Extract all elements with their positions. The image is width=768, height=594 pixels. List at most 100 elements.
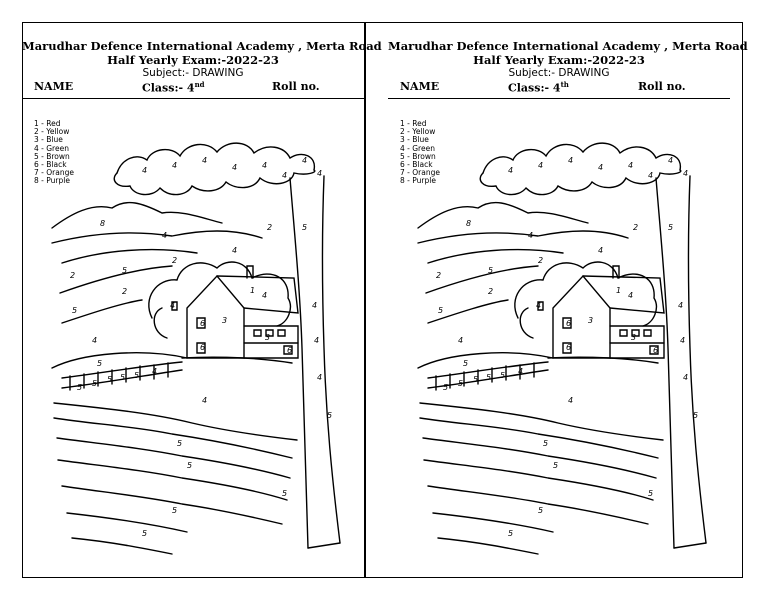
- region-number: 5: [172, 506, 177, 515]
- school-name: Marudhar Defence International Academy ,…: [388, 39, 748, 53]
- color-legend: 1 - Red 2 - Yellow 3 - Blue 4 - Green 5 …: [400, 119, 440, 186]
- region-number: 4: [536, 301, 541, 310]
- drawing-outline: [321, 175, 341, 544]
- drawing-outline: [552, 274, 611, 359]
- exam-sheet-border: [22, 22, 743, 578]
- region-number: 5: [438, 306, 443, 315]
- region-number: 5: [107, 375, 112, 384]
- region-number: 5: [187, 461, 192, 470]
- region-number: 6: [200, 343, 205, 352]
- legend-item: 4 - Green: [400, 143, 435, 153]
- region-number: 5: [486, 373, 491, 382]
- drawing-outline: [246, 265, 254, 279]
- region-number: 4: [598, 163, 603, 172]
- region-number: 6: [653, 346, 658, 355]
- region-number: 4: [568, 396, 573, 405]
- region-number: 5: [500, 371, 505, 380]
- region-number: 5: [177, 439, 182, 448]
- roll-label: Roll no.: [272, 80, 320, 93]
- drawing-outline: [57, 459, 288, 501]
- region-number: 5: [693, 411, 698, 420]
- region-number: 2: [633, 223, 638, 232]
- drawing-outline: [69, 362, 169, 391]
- region-number: 5: [458, 379, 463, 388]
- region-number: 4: [528, 231, 533, 240]
- region-number: 4: [232, 246, 237, 255]
- worksheet-header: Marudhar Defence International Academy ,…: [22, 22, 382, 99]
- legend-item: 8 - Purple: [400, 176, 436, 186]
- drawing-outline: [289, 177, 309, 549]
- region-number: 8: [466, 219, 471, 228]
- drawing-outline: [435, 362, 535, 391]
- region-number: 8: [100, 219, 105, 228]
- region-number: 4: [317, 169, 322, 178]
- drawing-outline: [56, 437, 291, 479]
- region-number: 4: [518, 367, 523, 376]
- region-number: 4: [172, 161, 177, 170]
- drawing-outline: [631, 329, 640, 337]
- region-number: 4: [170, 301, 175, 310]
- region-number: 5: [77, 383, 82, 392]
- legend-item: 7 - Orange: [400, 168, 440, 178]
- region-number: 2: [538, 256, 543, 265]
- region-number: 2: [172, 256, 177, 265]
- region-number: 4: [282, 171, 287, 180]
- legend-item: 2 - Yellow: [34, 127, 70, 137]
- region-number: 3: [588, 316, 593, 325]
- drawing-outline: [181, 356, 293, 364]
- region-number: 6: [566, 319, 571, 328]
- drawing-outline: [425, 265, 539, 294]
- region-number: 4: [232, 163, 237, 172]
- region-number: 4: [92, 336, 97, 345]
- drawing-outline: [423, 459, 654, 501]
- drawing-outline: [153, 307, 168, 339]
- region-number: 5: [327, 411, 332, 420]
- region-number: 5: [134, 371, 139, 380]
- drawing-outline: [612, 265, 620, 279]
- drawing-outline: [216, 275, 299, 314]
- drawing-outline: [482, 142, 682, 174]
- drawing-outline: [196, 342, 206, 354]
- drawing-outline: [655, 177, 675, 549]
- drawing-outline: [251, 273, 292, 327]
- region-number: 4: [683, 169, 688, 178]
- region-number: 5: [668, 223, 673, 232]
- drawing-outline: [427, 299, 509, 324]
- region-number: 5: [553, 461, 558, 470]
- drawing-outline: [71, 537, 173, 555]
- worksheet-header: Marudhar Defence International Academy ,…: [388, 22, 748, 99]
- drawing-outline: [253, 329, 262, 337]
- legend-item: 5 - Brown: [400, 151, 436, 161]
- drawing-outline: [687, 175, 707, 544]
- region-number: 2: [436, 271, 441, 280]
- drawing-outline: [417, 201, 589, 229]
- class-suffix: th: [560, 80, 569, 89]
- drawing-outline: [419, 417, 659, 459]
- region-number: 5: [443, 383, 448, 392]
- region-number: 4: [317, 373, 322, 382]
- region-number: 5: [463, 359, 468, 368]
- region-number: 1: [250, 286, 255, 295]
- region-number: 5: [648, 489, 653, 498]
- drawing-outline: [427, 248, 564, 264]
- region-number: 5: [122, 266, 127, 275]
- exam-title: Half Yearly Exam:-2022-23: [107, 53, 279, 67]
- drawing-outline: [419, 402, 664, 441]
- drawing-outline: [619, 329, 628, 337]
- drawing-outline: [422, 437, 657, 479]
- roll-label: Roll no.: [638, 80, 686, 93]
- drawing-outline: [437, 537, 539, 555]
- drawing-outline: [53, 402, 298, 441]
- legend-item: 4 - Green: [34, 143, 69, 153]
- drawing-outline: [591, 169, 682, 189]
- drawing-outline: [562, 317, 572, 329]
- legend-item: 3 - Blue: [34, 135, 63, 145]
- drawing-outline: [53, 417, 293, 459]
- region-number: 5: [282, 489, 287, 498]
- region-number: 4: [668, 156, 673, 165]
- drawing-outline: [617, 273, 658, 327]
- region-number: 4: [628, 161, 633, 170]
- region-number: 1: [616, 286, 621, 295]
